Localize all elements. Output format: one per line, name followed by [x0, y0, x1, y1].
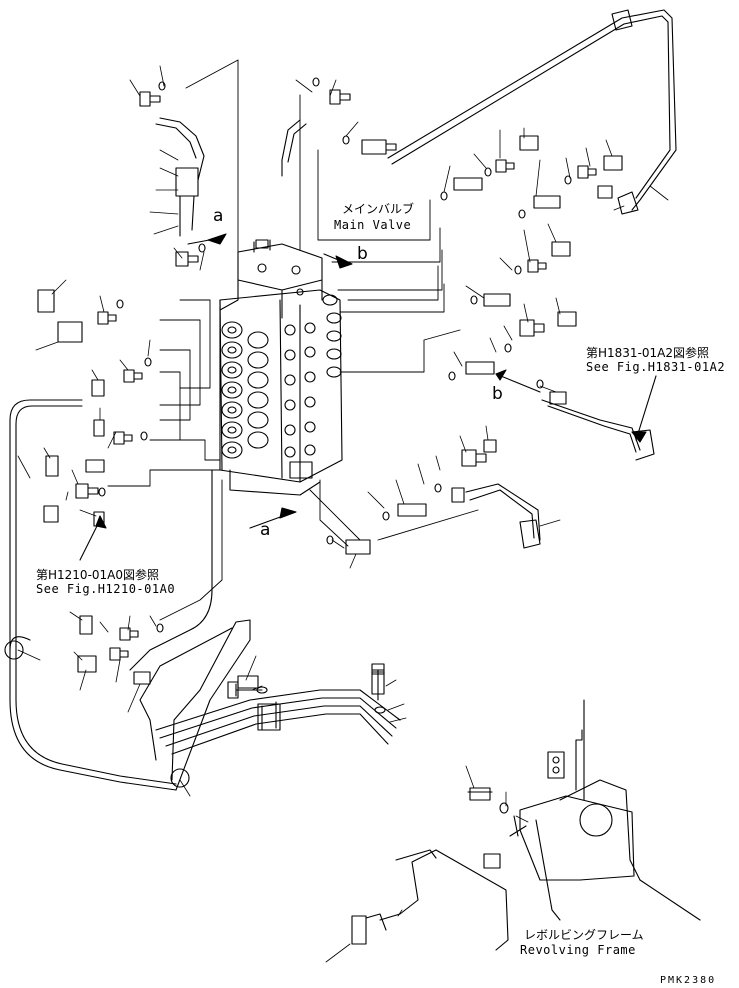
pilot-routing-lines — [107, 59, 479, 621]
revolving-frame-label-jp: レボルビングフレーム — [524, 928, 644, 942]
view-arrow-a-upper: a — [213, 206, 224, 226]
fittings — [37, 89, 623, 801]
main-valve-block — [219, 239, 343, 496]
reference-label-h1210-jp: 第H1210-01A0図参照 — [36, 568, 160, 582]
main-valve-label-jp: メインバルブ — [342, 202, 415, 216]
revolving-frame-label-en: Revolving Frame — [520, 943, 636, 957]
reference-label-h1831-en: See Fig.H1831-01A2 — [586, 360, 726, 374]
hose-bundle — [4, 640, 401, 788]
left-hose-loop — [9, 399, 251, 791]
small-hoses — [155, 117, 655, 549]
upper-right-hose — [387, 9, 677, 215]
leader-lines — [17, 65, 669, 963]
reference-label-h1831-jp: 第H1831-01A2図参照 — [586, 346, 710, 360]
reference-arrows — [79, 375, 657, 561]
revolving-frame — [351, 699, 701, 951]
main-valve-label-en: Main Valve — [334, 218, 412, 232]
o-rings — [98, 77, 572, 814]
direction-arrows — [187, 233, 541, 529]
view-arrow-b-lower: b — [492, 384, 503, 404]
view-arrow-a-lower: a — [260, 520, 271, 540]
drawing-number: PMK2380 — [660, 975, 717, 986]
view-arrow-b-upper: b — [357, 244, 368, 264]
reference-label-h1210-en: See Fig.H1210-01A0 — [36, 582, 176, 596]
bolts — [227, 663, 493, 793]
